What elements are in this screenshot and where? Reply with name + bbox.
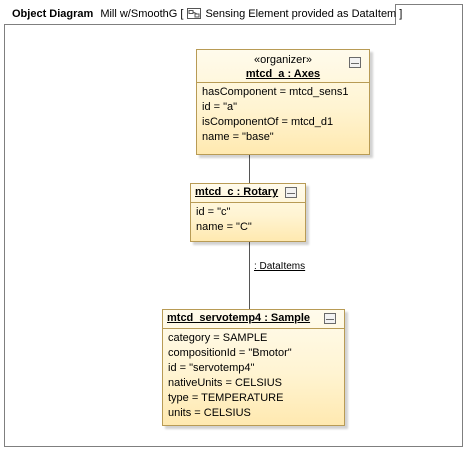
instance-header: mtcd_servotemp4 : Sample <box>163 310 344 329</box>
link-axes-rotary[interactable] <box>249 155 250 183</box>
slot[interactable]: nativeUnits = CELSIUS <box>168 377 283 389</box>
slot-compartment: id = "c" name = "C" <box>191 203 305 235</box>
slot[interactable]: id = "a" <box>202 101 238 113</box>
slot-compartment: category = SAMPLE compositionId = "Bmoto… <box>163 329 344 421</box>
slot-compartment: hasComponent = mtcd_sens1 id = "a" isCom… <box>197 83 369 145</box>
compartment-toggle-icon[interactable] <box>324 313 336 324</box>
instance-title: mtcd_c : Rotary <box>195 186 279 198</box>
slot[interactable]: hasComponent = mtcd_sens1 <box>202 86 349 98</box>
compartment-toggle-icon[interactable] <box>285 187 297 198</box>
stereotype-label: «organizer» <box>253 54 313 66</box>
slot[interactable]: category = SAMPLE <box>168 332 268 344</box>
instance-header: «organizer» mtcd_a : Axes <box>197 50 369 83</box>
slot[interactable]: id = "c" <box>196 206 231 218</box>
diagram-icon <box>187 8 202 19</box>
instance-title: mtcd_servotemp4 : Sample <box>167 312 311 324</box>
instance-title: mtcd_a : Axes <box>245 68 321 80</box>
instance-mtcd-c-rotary[interactable]: mtcd_c : Rotary id = "c" name = "C" <box>190 183 306 242</box>
slot[interactable]: isComponentOf = mtcd_d1 <box>202 116 334 128</box>
compartment-toggle-icon[interactable] <box>349 57 361 68</box>
instance-mtcd-servotemp4-sample[interactable]: mtcd_servotemp4 : Sample category = SAMP… <box>162 309 345 426</box>
link-rotary-sample[interactable] <box>249 242 250 309</box>
slot[interactable]: name = "C" <box>196 221 252 233</box>
instance-mtcd-a-axes[interactable]: «organizer» mtcd_a : Axes hasComponent =… <box>196 49 370 155</box>
slot[interactable]: id = "servotemp4" <box>168 362 255 374</box>
instance-header: mtcd_c : Rotary <box>191 184 305 203</box>
diagram-frame-tab: Object Diagram Mill w/SmoothG [ Sensing El… <box>4 4 402 25</box>
slot[interactable]: name = "base" <box>202 131 274 143</box>
diagram-name: Mill w/SmoothG [ <box>100 8 184 20</box>
slot[interactable]: type = TEMPERATURE <box>168 392 284 404</box>
diagram-kind: Object Diagram <box>12 8 94 20</box>
diagram-header: Object Diagram Mill w/SmoothG [ Sensing El… <box>12 8 402 20</box>
slot[interactable]: compositionId = "Bmotor" <box>168 347 292 359</box>
diagram-context: Sensing Element provided as DataItem ] <box>205 8 403 20</box>
link-label-dataitems[interactable]: : DataItems <box>254 261 306 272</box>
slot[interactable]: units = CELSIUS <box>168 407 251 419</box>
